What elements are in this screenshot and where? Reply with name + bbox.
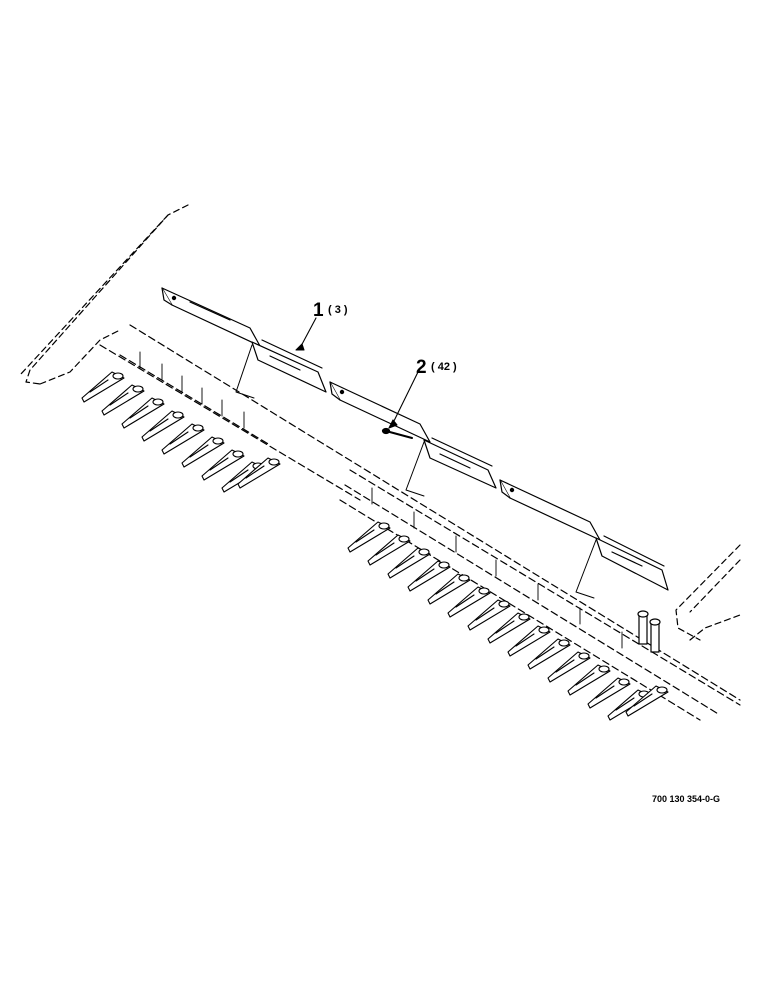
wear-plate [423, 437, 497, 489]
bolt-drop-arrows [139, 351, 623, 649]
left-header-frame [19, 204, 189, 385]
upper-cutterbar-phantom [99, 324, 741, 701]
wear-plate [595, 535, 669, 591]
guard-row-right [347, 521, 669, 721]
wear-plate-group [161, 287, 669, 591]
drawing-number: 700 130 354-0-G [652, 794, 720, 804]
guard-row-left [81, 371, 281, 493]
wear-plate [499, 479, 601, 541]
callout-1-quantity: ( 3 ) [328, 304, 348, 316]
item-2-bolt [381, 427, 413, 439]
end-bolts [637, 610, 661, 653]
callout-1-number: 1 [313, 300, 324, 321]
wear-plate [329, 381, 431, 443]
callout-2-number: 2 [416, 357, 427, 378]
wear-plate [161, 287, 261, 347]
callout-2-leader [388, 371, 419, 429]
callout-2-quantity: ( 42 ) [431, 361, 457, 373]
wear-plate [251, 339, 327, 393]
plate-leader-lines [235, 344, 597, 599]
right-header-frame [675, 544, 741, 641]
callout-1-leader [295, 317, 317, 351]
